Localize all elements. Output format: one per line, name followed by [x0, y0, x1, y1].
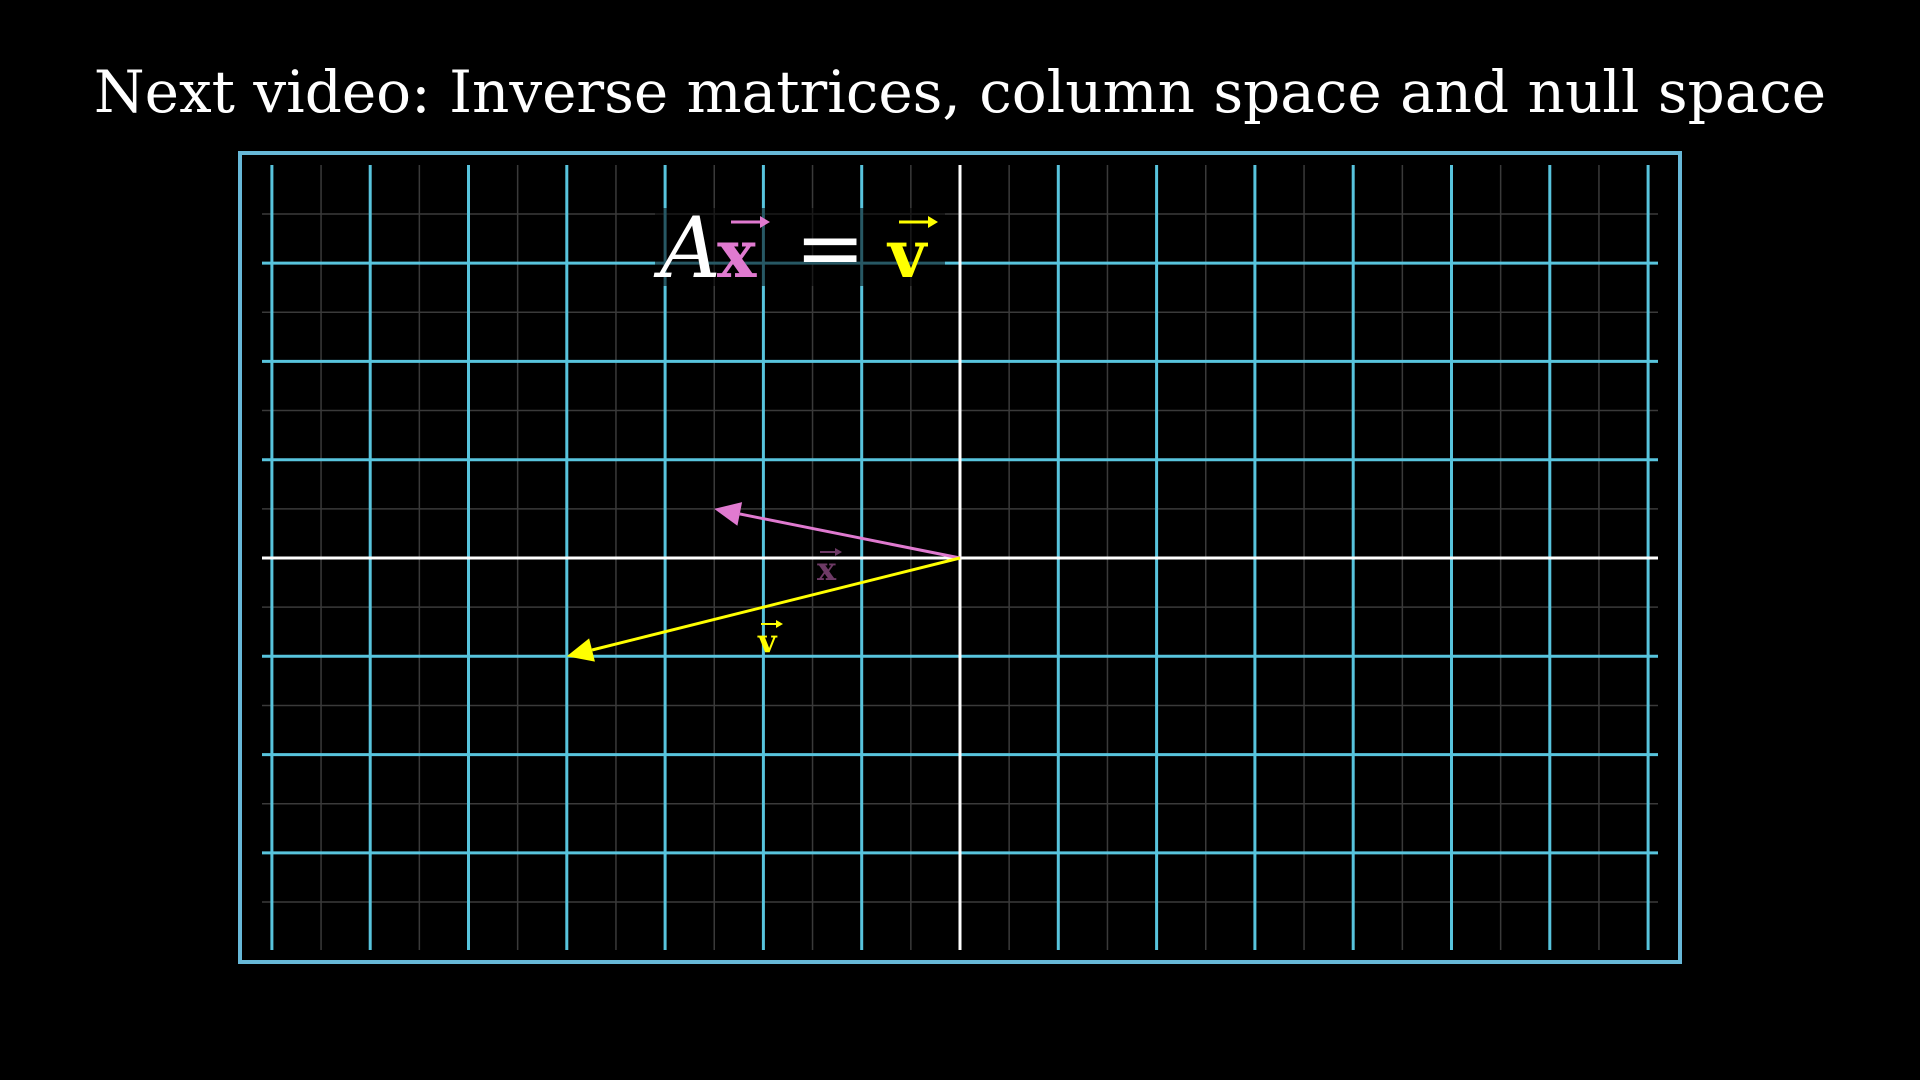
v-vector-label-arrow-icon [761, 620, 783, 628]
equation-target-arrow-icon [899, 216, 938, 228]
vectors [566, 502, 961, 662]
equation-target-symbol: v [886, 215, 928, 293]
x-vector-label: x [817, 550, 837, 588]
x-vector-shaft [739, 512, 961, 560]
equation-unknown-arrow-icon [731, 216, 770, 228]
equation-matrix-symbol: A [653, 199, 721, 297]
v-vector [566, 556, 961, 662]
equation-equals-sign: = [795, 199, 865, 297]
x-vector [714, 502, 961, 560]
equation-unknown-symbol: x [717, 215, 757, 293]
equation-backdrop [655, 208, 945, 286]
x-vector-arrowhead-icon [714, 502, 743, 526]
v-vector-shaft [591, 556, 961, 652]
screen-frame [238, 151, 1682, 964]
v-vector-label: v [757, 622, 778, 660]
v-vector-arrowhead-icon [566, 638, 595, 662]
title-text: Next video: Inverse matrices, column spa… [93, 58, 1827, 126]
x-vector-label-arrow-icon [820, 548, 842, 556]
